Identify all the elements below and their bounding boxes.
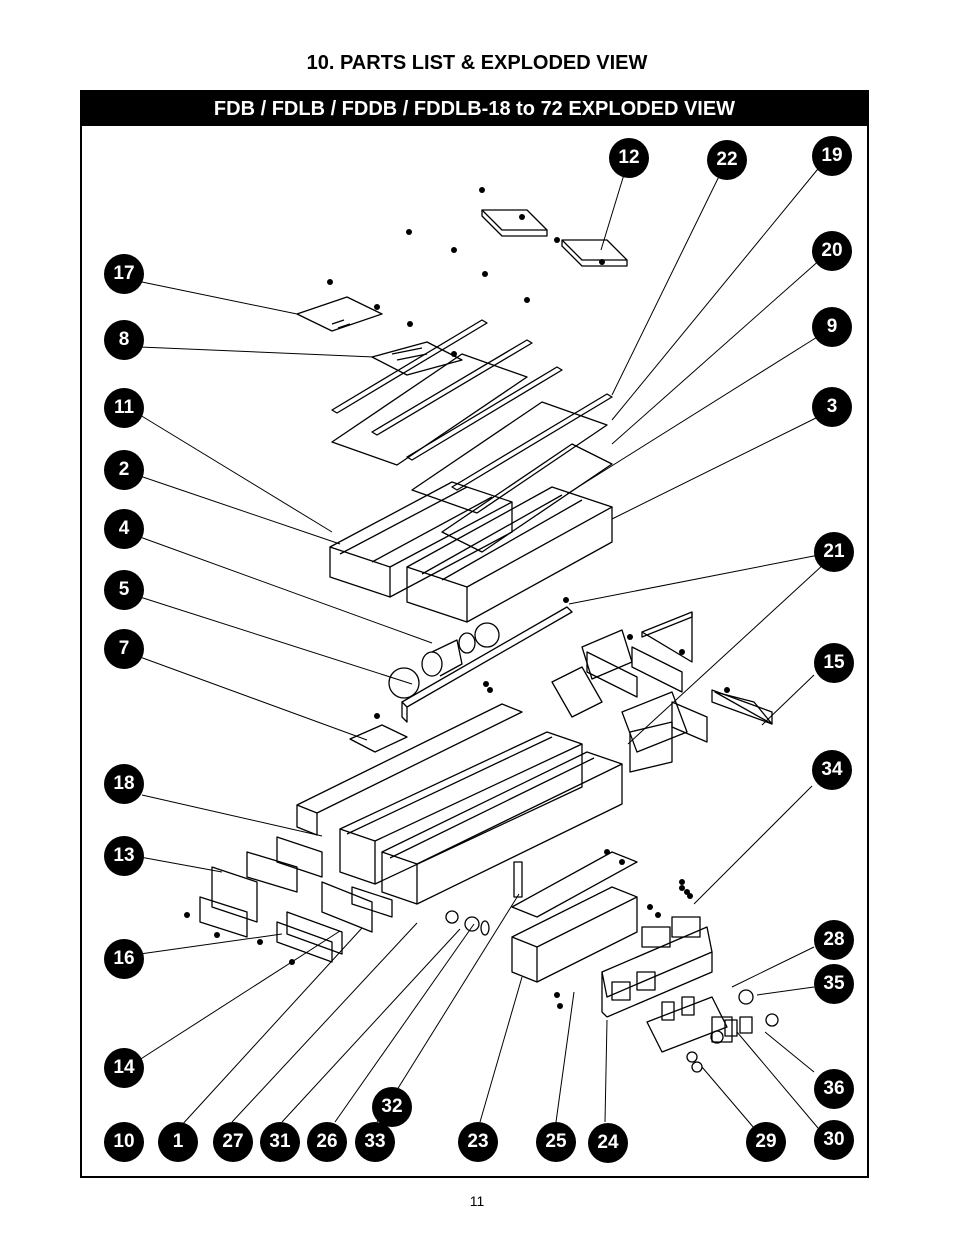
lamp-rail — [401, 606, 573, 723]
fittings — [445, 910, 490, 936]
housing-right — [406, 486, 613, 623]
callout-8: 8 — [104, 320, 144, 360]
callout-36: 36 — [814, 1069, 854, 1109]
callout-14: 14 — [104, 1048, 144, 1088]
callout-7: 7 — [104, 629, 144, 669]
callout-29: 29 — [746, 1122, 786, 1162]
channel-rails — [331, 319, 613, 491]
callout-4: 4 — [104, 509, 144, 549]
callout-33: 33 — [355, 1122, 395, 1162]
leader-lines — [135, 157, 825, 1129]
reflector-plates — [296, 296, 463, 376]
left-end-plates — [199, 836, 393, 963]
exploded-view-frame: FDB / FDLB / FDDB / FDDLB-18 to 72 EXPLO… — [80, 90, 869, 1178]
callout-20: 20 — [812, 231, 852, 271]
callout-21: 21 — [814, 532, 854, 572]
heat-deflector-plates — [481, 209, 628, 267]
exploded-view-title: FDB / FDLB / FDDB / FDDLB-18 to 72 EXPLO… — [82, 92, 867, 126]
callout-24: 24 — [588, 1123, 628, 1163]
callout-28: 28 — [814, 920, 854, 960]
callout-31: 31 — [260, 1122, 300, 1162]
callout-17: 17 — [104, 254, 144, 294]
heater-panels — [331, 353, 613, 553]
callout-3: 3 — [812, 387, 852, 427]
end-panels — [551, 611, 773, 773]
control-panel-components — [641, 916, 779, 1073]
callout-22: 22 — [707, 140, 747, 180]
page-number: 11 — [469, 1193, 485, 1209]
callout-1: 1 — [158, 1122, 198, 1162]
callout-34: 34 — [812, 750, 852, 790]
callout-9: 9 — [812, 307, 852, 347]
screws — [184, 187, 730, 1009]
callout-11: 11 — [104, 388, 144, 428]
callout-13: 13 — [104, 836, 144, 876]
callout-10: 10 — [104, 1122, 144, 1162]
callout-25: 25 — [536, 1122, 576, 1162]
callout-26: 26 — [307, 1122, 347, 1162]
section-title: 10. PARTS LIST & EXPLODED VIEW — [306, 52, 648, 74]
callout-5: 5 — [104, 570, 144, 610]
exploded-view-drawing — [135, 157, 825, 1129]
callout-18: 18 — [104, 764, 144, 804]
callout-30: 30 — [814, 1120, 854, 1160]
callout-19: 19 — [812, 136, 852, 176]
lamps-and-sockets — [388, 622, 500, 699]
callout-12: 12 — [609, 138, 649, 178]
callout-2: 2 — [104, 450, 144, 490]
callout-16: 16 — [104, 939, 144, 979]
callout-32: 32 — [372, 1087, 412, 1127]
terminal-strip — [513, 861, 523, 898]
housing-left — [329, 481, 513, 598]
callout-35: 35 — [814, 964, 854, 1004]
socket-cover — [349, 724, 408, 753]
main-body — [296, 703, 623, 905]
callout-15: 15 — [814, 643, 854, 683]
control-box — [511, 851, 713, 1018]
callout-23: 23 — [458, 1122, 498, 1162]
callout-27: 27 — [213, 1122, 253, 1162]
